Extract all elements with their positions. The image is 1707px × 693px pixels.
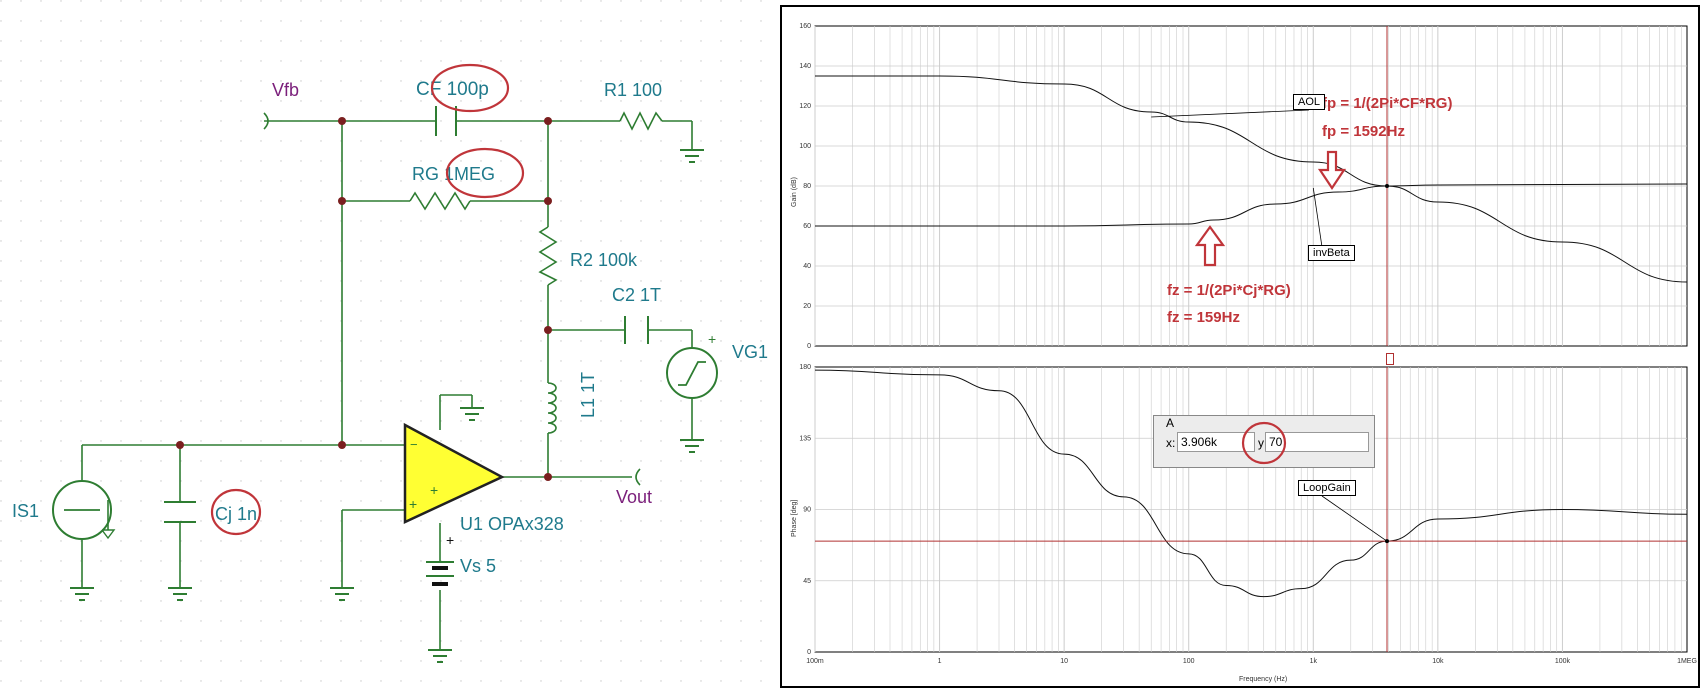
fz-value: fz = 159Hz bbox=[1167, 309, 1240, 326]
cursor-y-label: y: bbox=[1258, 436, 1268, 450]
phase-ytick: 135 bbox=[799, 435, 811, 442]
cursor-lines bbox=[815, 26, 1687, 652]
aol-tag: AOL bbox=[1293, 94, 1326, 110]
label-vout: Vout bbox=[616, 487, 652, 507]
label-is1: IS1 bbox=[12, 501, 39, 521]
cf-capacitor bbox=[435, 106, 457, 136]
cursor-y-field[interactable]: 70 bbox=[1265, 432, 1369, 452]
label-cf: CF 100p bbox=[416, 79, 489, 100]
opamp-minus: − bbox=[410, 437, 418, 452]
loopgain-tag: LoopGain bbox=[1298, 480, 1356, 496]
fz-arrow bbox=[1194, 225, 1226, 267]
gain-ytick: 100 bbox=[799, 143, 811, 150]
gain-ytick: 0 bbox=[807, 343, 811, 350]
invbeta-leader bbox=[1312, 187, 1323, 248]
gain-ytick: 80 bbox=[803, 183, 811, 190]
cj-capacitor bbox=[164, 501, 196, 523]
loopgain-leader bbox=[1321, 495, 1388, 542]
label-l1: L1 1T bbox=[578, 372, 598, 418]
gain-grid bbox=[814, 26, 1687, 346]
cursor-handle[interactable] bbox=[1386, 353, 1394, 365]
label-cj: Cj 1n bbox=[215, 504, 257, 524]
gain-ytick: 160 bbox=[799, 23, 811, 30]
phase-ylabel: Phase [deg] bbox=[791, 500, 798, 537]
label-vg1: VG1 bbox=[732, 342, 768, 362]
label-rg: RG 1MEG bbox=[412, 164, 495, 184]
xtick: 10 bbox=[1060, 658, 1068, 665]
x-axis-label: Frequency (Hz) bbox=[1239, 676, 1287, 683]
vg1-source: + bbox=[666, 331, 718, 399]
phase-ytick: 90 bbox=[803, 507, 811, 514]
vs-battery bbox=[426, 561, 454, 586]
fz-formula: fz = 1/(2Pi*Cj*RG) bbox=[1167, 282, 1291, 299]
highlight-circles bbox=[210, 63, 525, 536]
label-vs: Vs 5 bbox=[460, 556, 496, 576]
vs-plus: + bbox=[446, 532, 454, 548]
junction-dots bbox=[176, 117, 552, 481]
gain-ytick: 40 bbox=[803, 263, 811, 270]
phase-ytick: 45 bbox=[803, 578, 811, 585]
gain-ylabel: Gain (dB) bbox=[791, 177, 798, 207]
is1-source bbox=[52, 480, 116, 540]
label-u1: U1 OPAx328 bbox=[460, 514, 564, 534]
label-vfb: Vfb bbox=[272, 80, 299, 100]
crossover-point bbox=[1384, 184, 1389, 188]
cursor-x-field[interactable]: 3.906k bbox=[1177, 432, 1255, 452]
xtick: 100k bbox=[1555, 658, 1571, 665]
phase-margin-point bbox=[1384, 539, 1389, 544]
xtick: 1MEG bbox=[1677, 658, 1697, 665]
fp-value: fp = 1592Hz bbox=[1322, 123, 1405, 140]
xtick: 100m bbox=[806, 658, 824, 665]
phase-grid bbox=[814, 367, 1687, 652]
fp-formula: fp = 1/(2Pi*CF*RG) bbox=[1322, 95, 1452, 112]
c2-capacitor bbox=[624, 316, 649, 344]
curve-aol bbox=[815, 75, 1688, 283]
curves bbox=[814, 75, 1688, 598]
rg-resistor bbox=[409, 191, 471, 211]
opamp-plus-inner: + bbox=[430, 482, 438, 498]
schematic: + Vfb CF 100p R1 100 RG 1MEG R2 100k C2 … bbox=[0, 0, 780, 693]
fp-arrow bbox=[1317, 150, 1347, 190]
opamp-plus: + bbox=[409, 496, 417, 512]
gain-ytick: 120 bbox=[799, 103, 811, 110]
phase-ytick: 0 bbox=[807, 649, 811, 656]
gain-ytick: 20 bbox=[803, 303, 811, 310]
r1-resistor bbox=[619, 111, 663, 131]
gain-ytick: 60 bbox=[803, 223, 811, 230]
gain-ytick-labels: 160 140 120 100 80 60 40 20 0 bbox=[799, 23, 811, 350]
gain-ytick: 140 bbox=[799, 63, 811, 70]
cursor-highlight bbox=[1241, 421, 1287, 465]
xtick: 1 bbox=[938, 658, 942, 665]
label-r1: R1 100 bbox=[604, 80, 662, 100]
opamp-u1 bbox=[403, 422, 505, 524]
x-tick-labels: 100m 1 10 100 1k 10k 100k 1MEG bbox=[806, 658, 1697, 665]
label-r2: R2 100k bbox=[570, 250, 638, 270]
phase-ytick-labels: 180 135 90 45 0 bbox=[799, 364, 811, 656]
cursor-title: A bbox=[1166, 416, 1175, 430]
svg-text:+: + bbox=[708, 331, 716, 347]
wires bbox=[81, 112, 693, 650]
curve-invbeta bbox=[814, 183, 1688, 227]
xtick: 1k bbox=[1310, 658, 1318, 665]
l1-inductor bbox=[547, 382, 557, 434]
invbeta-tag: invBeta bbox=[1308, 245, 1355, 261]
grounds bbox=[70, 149, 704, 663]
r2-resistor bbox=[538, 226, 558, 286]
aol-leader bbox=[1151, 109, 1310, 118]
xtick: 10k bbox=[1432, 658, 1444, 665]
curve-loopgain bbox=[814, 369, 1688, 598]
cursor-x-label: x: bbox=[1166, 436, 1176, 450]
label-c2: C2 1T bbox=[612, 285, 661, 305]
xtick: 100 bbox=[1183, 658, 1195, 665]
phase-ytick: 180 bbox=[799, 364, 811, 371]
